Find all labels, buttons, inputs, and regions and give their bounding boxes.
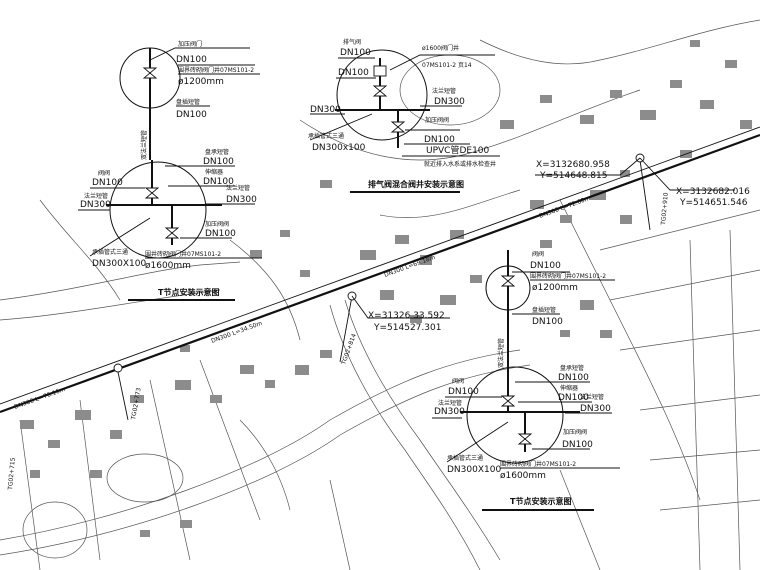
svg-text:盘承短管: 盘承短管 [205, 148, 229, 156]
svg-text:DN100: DN100 [338, 68, 369, 78]
svg-text:ø1200mm: ø1200mm [178, 77, 224, 87]
svg-text:承插管式三通: 承插管式三通 [447, 454, 483, 462]
chainage-label: TG02+715 [7, 457, 17, 491]
svg-text:DN300X100: DN300X100 [92, 259, 146, 269]
svg-text:DN300X100: DN300X100 [447, 465, 501, 475]
svg-text:DN300: DN300 [434, 97, 465, 107]
detail-air-valve-well: 排气阀 DN100 DN100 ø1600阀门井 07MS101-2 页14 D… [308, 38, 500, 193]
caption: T节点安装示意图 [510, 496, 571, 506]
svg-text:阀阀: 阀阀 [452, 377, 464, 385]
chainage-label: TG02+910 [660, 192, 670, 226]
svg-text:DN100: DN100 [340, 48, 371, 58]
svg-text:法兰短管: 法兰短管 [432, 87, 456, 95]
svg-text:加压阀门: 加压阀门 [178, 40, 202, 48]
svg-text:法兰短管: 法兰短管 [438, 399, 462, 407]
svg-text:承插管式三通: 承插管式三通 [92, 248, 128, 256]
svg-text:UPVC管DE100: UPVC管DE100 [426, 144, 490, 156]
svg-text:ø1600mm: ø1600mm [500, 471, 546, 481]
svg-text:ø1600mm: ø1600mm [145, 261, 191, 271]
buildings [20, 40, 752, 537]
valve-icon [500, 275, 516, 287]
svg-text:DN100: DN100 [92, 178, 123, 188]
svg-text:DN100: DN100 [532, 317, 563, 327]
svg-text:DN100: DN100 [205, 229, 236, 239]
valve-icon [164, 227, 180, 239]
svg-text:围界砖砌阀门井07MS101-2: 围界砖砌阀门井07MS101-2 [530, 272, 606, 280]
svg-text:围井砖砌阀门井07MS101-2: 围井砖砌阀门井07MS101-2 [145, 250, 221, 258]
svg-text:阀阀: 阀阀 [532, 250, 544, 258]
svg-text:承插管式三通: 承插管式三通 [308, 132, 344, 140]
coord-x: X=3132682.016 [676, 187, 750, 197]
coord-y: Y=514648.815 [539, 171, 607, 181]
chainage-label: TG02+773 [130, 387, 143, 421]
coord-x: X=31326 33.592 [368, 311, 445, 321]
svg-text:DN300: DN300 [310, 105, 341, 115]
svg-text:DN100: DN100 [203, 157, 234, 167]
svg-text:DN300: DN300 [226, 195, 257, 205]
caption: 排气阀混合阀井安装示意图 [368, 179, 464, 189]
svg-text:DN300: DN300 [80, 200, 111, 210]
svg-text:双法兰短管: 双法兰短管 [140, 130, 148, 160]
node-marker [113, 363, 123, 373]
svg-text:就近排入水系或排水检查井: 就近排入水系或排水检查井 [424, 160, 496, 168]
svg-text:法兰短管: 法兰短管 [226, 184, 250, 192]
svg-text:加压阀阀: 加压阀阀 [205, 220, 229, 228]
svg-text:DN100: DN100 [424, 135, 455, 145]
coord-y: Y=514527.301 [373, 323, 441, 333]
svg-text:DN100: DN100 [562, 440, 593, 450]
svg-text:DN100: DN100 [176, 110, 207, 120]
valve-icon [144, 187, 160, 199]
valve-icon [372, 85, 388, 97]
detail-valve-well-right: 阀阀 DN100 围界砖砌阀门井07MS101-2 ø1200mm 盘插短管 D… [485, 250, 615, 372]
air-valve-icon [373, 65, 387, 77]
valve-icon [390, 121, 406, 133]
svg-text:DN100: DN100 [558, 393, 589, 403]
svg-text:盘承短管: 盘承短管 [560, 364, 584, 372]
valve-icon [517, 433, 533, 445]
svg-text:阀阀: 阀阀 [98, 169, 110, 177]
svg-text:法兰短管: 法兰短管 [580, 393, 604, 401]
detail-tee-left: 阀阀 DN100 DN300 法兰短管 盘承短管 DN100 伸缩器 DN100… [78, 148, 262, 301]
main-pipeline [0, 126, 760, 421]
svg-text:盘插短管: 盘插短管 [176, 98, 200, 106]
caption: T节点安装示意图 [158, 287, 219, 297]
svg-text:围界砖砌阀门井07MS101-2: 围界砖砌阀门井07MS101-2 [500, 460, 576, 468]
svg-text:加压阀阀: 加压阀阀 [425, 116, 449, 124]
pipe-seg-label: DN300 L=69.18m [383, 254, 436, 279]
svg-text:伸缩器: 伸缩器 [205, 168, 223, 176]
svg-text:DN300x100: DN300x100 [312, 143, 366, 153]
svg-text:双法兰短管: 双法兰短管 [497, 338, 505, 368]
svg-text:DN100: DN100 [203, 177, 234, 187]
svg-text:ø1600阀门井: ø1600阀门井 [422, 44, 459, 52]
svg-text:DN100: DN100 [558, 373, 589, 383]
svg-text:法兰短管: 法兰短管 [84, 192, 108, 200]
map-background [0, 19, 760, 570]
coord-x: X=3132680.958 [536, 160, 610, 170]
svg-text:围界砖砌阀门井07MS101-2: 围界砖砌阀门井07MS101-2 [178, 66, 254, 74]
coord-y: Y=514651.546 [679, 198, 748, 208]
coordinate-callouts: X=31326 33.592 Y=514527.301 X=3132680.95… [351, 157, 750, 333]
valve-icon [142, 67, 158, 79]
svg-text:伸缩器: 伸缩器 [560, 384, 578, 392]
svg-text:DN300: DN300 [580, 404, 611, 414]
valve-icon [500, 395, 516, 407]
detail-tee-right: 阀阀 DN100 DN300 法兰短管 盘承短管 DN100 伸缩器 DN100… [432, 364, 620, 511]
svg-text:ø1200mm: ø1200mm [532, 283, 578, 293]
svg-text:DN100: DN100 [448, 387, 479, 397]
svg-text:DN100: DN100 [176, 55, 207, 65]
svg-text:07MS101-2 页14: 07MS101-2 页14 [422, 62, 472, 69]
svg-text:DN100: DN100 [530, 261, 561, 271]
svg-text:盘插短管: 盘插短管 [532, 306, 556, 314]
svg-text:加压阀阀: 加压阀阀 [563, 428, 587, 436]
detail-valve-well-left: 加压阀门 DN100 围界砖砌阀门井07MS101-2 ø1200mm 盘插短管… [119, 40, 260, 160]
svg-text:排气阀: 排气阀 [343, 38, 361, 46]
svg-text:DN300: DN300 [434, 407, 465, 417]
